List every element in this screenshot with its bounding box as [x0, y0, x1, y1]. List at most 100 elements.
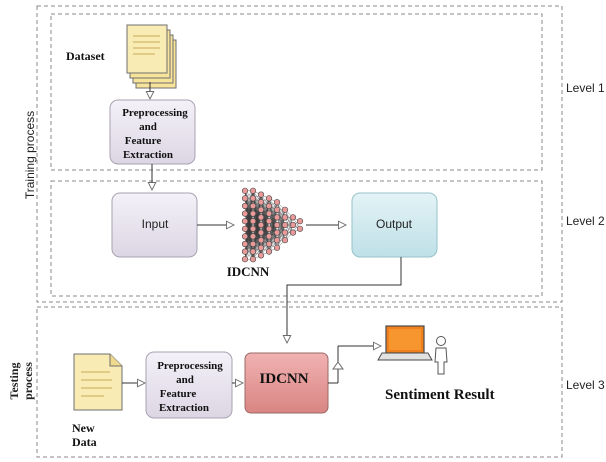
network-node [265, 202, 273, 210]
network-node [265, 195, 273, 202]
network-node [241, 218, 249, 225]
network-node [257, 199, 265, 206]
network-node [249, 225, 257, 232]
network-edge [244, 236, 254, 260]
network-node [265, 240, 273, 248]
training-idcnn-label: IDCNN [227, 264, 270, 279]
training-process-label: Training process [23, 111, 37, 199]
network-edge [260, 236, 270, 256]
level1-label: Level 1 [566, 81, 605, 95]
network-edge [284, 217, 294, 241]
level2-frame [50, 180, 543, 297]
network-node [241, 233, 249, 240]
laptop-icon [377, 325, 433, 361]
network-node [273, 221, 281, 229]
training-preprocessing-box: Preprocessing and Feature Extraction [109, 99, 196, 165]
testing-idcnn-label: IDCNN [259, 371, 308, 387]
network-node [241, 248, 249, 255]
testing-process-frame [36, 306, 563, 458]
network-node [249, 218, 257, 225]
training-preprocessing-line4: Extraction [123, 149, 173, 161]
neural-network-icon [241, 187, 304, 263]
network-node [241, 256, 249, 263]
testing-preprocessing-line4: Extraction [159, 402, 209, 414]
user-icon [434, 336, 448, 375]
training-preprocessing-line3: Feature [125, 135, 162, 147]
testing-preprocessing-line2: and [176, 374, 194, 386]
sentiment-result-label: Sentiment Result [385, 387, 495, 403]
document-icon [73, 353, 123, 411]
network-node [289, 229, 297, 236]
network-node [257, 206, 265, 213]
output-to-testing-idcnn-connector [287, 257, 402, 343]
network-node [257, 252, 265, 259]
network-node [281, 221, 289, 229]
network-node [265, 248, 273, 255]
network-node [265, 218, 273, 225]
network-edge [252, 232, 262, 260]
new-data-label-line1: New [72, 421, 95, 435]
network-node [249, 202, 257, 210]
network-node [281, 237, 289, 244]
level3-label: Level 3 [566, 378, 605, 392]
network-node [241, 195, 249, 202]
network-node [296, 225, 304, 232]
network-node [241, 202, 249, 210]
input-box: Input [111, 192, 198, 258]
network-node [257, 244, 265, 251]
testing-idcnn-box: IDCNN [244, 352, 329, 414]
network-node [249, 210, 257, 217]
network-node [273, 229, 281, 236]
testing-preprocessing-line1: Preprocessing [157, 360, 223, 372]
network-edge [252, 194, 262, 222]
network-node [273, 206, 281, 213]
network-edge [260, 228, 270, 256]
dataset-label: Dataset [66, 49, 105, 63]
network-node [265, 225, 273, 232]
network-node [257, 229, 265, 236]
network-node [257, 214, 265, 221]
network-node [257, 237, 265, 244]
network-node [273, 199, 281, 206]
testing-preprocessing-line3: Feature [160, 388, 197, 400]
network-edge [252, 194, 262, 214]
network-node [257, 221, 265, 229]
network-node [249, 187, 257, 194]
network-node [289, 221, 297, 229]
network-node [249, 256, 257, 263]
training-preprocessing-line2: and [139, 121, 157, 133]
network-edge [252, 194, 262, 260]
training-process-frame [36, 5, 563, 303]
network-edge [268, 202, 278, 222]
network-node [241, 187, 249, 194]
testing-preprocessing-box: Preprocessing and Feature Extraction [145, 351, 233, 419]
network-edge [260, 198, 270, 218]
network-edge [260, 198, 270, 226]
network-node [265, 233, 273, 240]
network-node [249, 240, 257, 248]
level1-frame [50, 13, 543, 171]
new-data-label-line2: Data [72, 435, 97, 449]
network-node [249, 248, 257, 255]
network-node [296, 218, 304, 225]
network-node [257, 191, 265, 198]
network-node [273, 244, 281, 251]
network-edge [268, 202, 278, 229]
idcnn-output-riser-arrowhead [332, 361, 344, 370]
network-node [281, 214, 289, 221]
network-node [265, 210, 273, 217]
network-node [273, 237, 281, 244]
network-edge [276, 209, 286, 233]
testing-process-label-line1: Testing [7, 363, 21, 400]
testing-process-label-line2: process [21, 362, 35, 400]
network-edge [268, 232, 278, 252]
document-stack-icon [126, 24, 177, 89]
training-preprocessing-line1: Preprocessing [122, 107, 188, 119]
output-label: Output [376, 217, 413, 231]
network-node [289, 214, 297, 221]
level2-label: Level 2 [566, 214, 605, 228]
network-node [249, 195, 257, 202]
network-edge [244, 190, 254, 214]
network-edge [268, 224, 278, 252]
